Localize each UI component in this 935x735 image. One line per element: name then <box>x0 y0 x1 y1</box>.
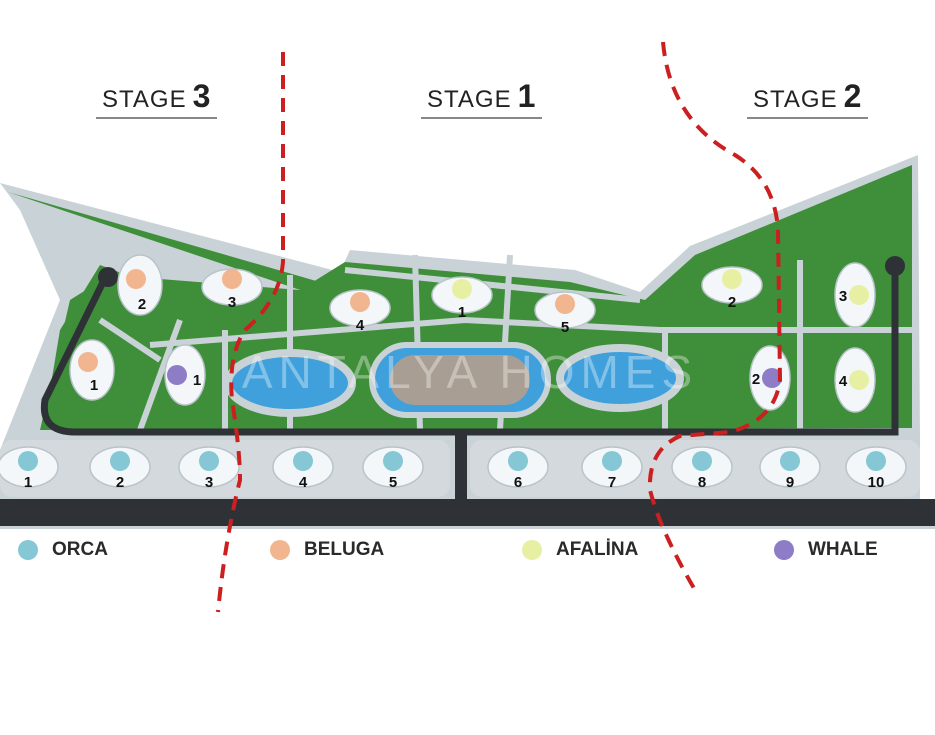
villa-number: 5 <box>389 474 397 491</box>
villa-number: 3 <box>228 294 236 311</box>
villa-type-marker <box>126 269 146 289</box>
villa-number: 1 <box>458 304 466 321</box>
villa-number: 3 <box>205 474 213 491</box>
villa-orca-1[interactable]: 1 <box>0 446 59 491</box>
villa-number: 6 <box>514 474 522 491</box>
villa-type-marker <box>167 365 187 385</box>
villa-orca-4[interactable]: 4 <box>272 446 334 491</box>
stage-number: 2 <box>843 78 863 114</box>
villa-number: 2 <box>752 371 760 388</box>
stage-label: STAGE <box>427 86 512 113</box>
villa-orca-7[interactable]: 7 <box>581 446 643 491</box>
villa-beluga-1[interactable]: 1 <box>69 339 115 401</box>
legend-whale: WHALE <box>774 539 878 561</box>
villa-orca-5[interactable]: 5 <box>362 446 424 491</box>
orca-swatch-icon <box>18 540 38 560</box>
stage-number: 1 <box>517 78 537 114</box>
villa-beluga-5[interactable]: 5 <box>534 291 596 336</box>
villa-number: 1 <box>24 474 32 491</box>
villa-orca-6[interactable]: 6 <box>487 446 549 491</box>
villa-number: 1 <box>193 372 201 389</box>
turnaround-left <box>98 267 118 287</box>
villa-number: 5 <box>561 319 569 336</box>
villa-orca-2[interactable]: 2 <box>89 446 151 491</box>
villa-type-marker <box>866 451 886 471</box>
villa-number: 8 <box>698 474 706 491</box>
villa-number: 1 <box>90 377 98 394</box>
villa-number: 3 <box>839 288 847 305</box>
villa-type-marker <box>508 451 528 471</box>
villa-type-marker <box>383 451 403 471</box>
villa-type-marker <box>222 269 242 289</box>
stage-number: 3 <box>192 78 212 114</box>
villa-whale-2[interactable]: 2 <box>749 345 791 411</box>
turnaround-right <box>885 256 905 276</box>
villa-number: 7 <box>608 474 616 491</box>
main-road <box>0 499 935 526</box>
villa-afalina-4[interactable]: 4 <box>834 347 876 413</box>
villa-whale-1[interactable]: 1 <box>164 344 206 406</box>
internal-road <box>40 268 899 436</box>
stage-divider-right <box>647 41 783 592</box>
whale-swatch-icon <box>774 540 794 560</box>
watermark: ANTALYA HOMES <box>242 346 698 398</box>
villa-number: 4 <box>356 317 365 334</box>
villa-type-marker <box>722 269 742 289</box>
legend-label: ORCA <box>52 539 108 560</box>
villa-type-marker <box>849 285 869 305</box>
villa-type-marker <box>555 294 575 314</box>
stage-label: STAGE <box>102 86 187 113</box>
villa-type-marker <box>602 451 622 471</box>
villa-type-marker <box>78 352 98 372</box>
afalina-swatch-icon <box>522 540 542 560</box>
stage-label: STAGE <box>753 86 838 113</box>
villa-type-marker <box>849 370 869 390</box>
villa-number: 2 <box>116 474 124 491</box>
stage-divider-left <box>216 52 285 613</box>
legend-label: AFALİNA <box>556 539 639 560</box>
villa-afalina-3[interactable]: 3 <box>834 262 876 328</box>
villa-number: 10 <box>868 474 885 491</box>
villa-beluga-3[interactable]: 3 <box>201 268 263 311</box>
villa-number: 4 <box>839 373 848 390</box>
villa-afalina-1[interactable]: 1 <box>431 276 493 321</box>
villa-beluga-4[interactable]: 4 <box>329 289 391 334</box>
road-spur <box>455 432 467 502</box>
villa-type-marker <box>762 368 782 388</box>
legend-label: WHALE <box>808 539 878 560</box>
pool-right <box>556 344 684 412</box>
villa-number: 4 <box>299 474 308 491</box>
villa-type-marker <box>110 451 130 471</box>
road-edge <box>0 526 935 529</box>
legend-beluga: BELUGA <box>270 539 384 561</box>
villa-number: 2 <box>138 296 146 313</box>
villa-beluga-2[interactable]: 2 <box>117 254 163 316</box>
villa-type-marker <box>293 451 313 471</box>
villa-orca-8[interactable]: 8 <box>671 446 733 491</box>
legend-afalina: AFALİNA <box>522 539 638 561</box>
villa-type-marker <box>199 451 219 471</box>
villa-orca-9[interactable]: 9 <box>759 446 821 491</box>
villa-type-marker <box>692 451 712 471</box>
villa-type-marker <box>18 451 38 471</box>
legend-label: BELUGA <box>304 539 385 560</box>
villas: 2 3 1 1 4 1 5 2 3 2 4 1 2 3 4 5 6 7 8 9 10 <box>0 254 907 491</box>
villa-type-marker <box>350 292 370 312</box>
legend-orca: ORCA <box>18 539 108 561</box>
beluga-swatch-icon <box>270 540 290 560</box>
clubhouse <box>390 355 530 405</box>
villa-number: 2 <box>728 294 736 311</box>
villa-number: 9 <box>786 474 794 491</box>
villa-afalina-2[interactable]: 2 <box>701 266 763 311</box>
pool-left <box>224 349 356 417</box>
villa-orca-10[interactable]: 10 <box>845 446 907 491</box>
villa-type-marker <box>780 451 800 471</box>
villa-orca-3[interactable]: 3 <box>178 446 240 491</box>
villa-type-marker <box>452 279 472 299</box>
